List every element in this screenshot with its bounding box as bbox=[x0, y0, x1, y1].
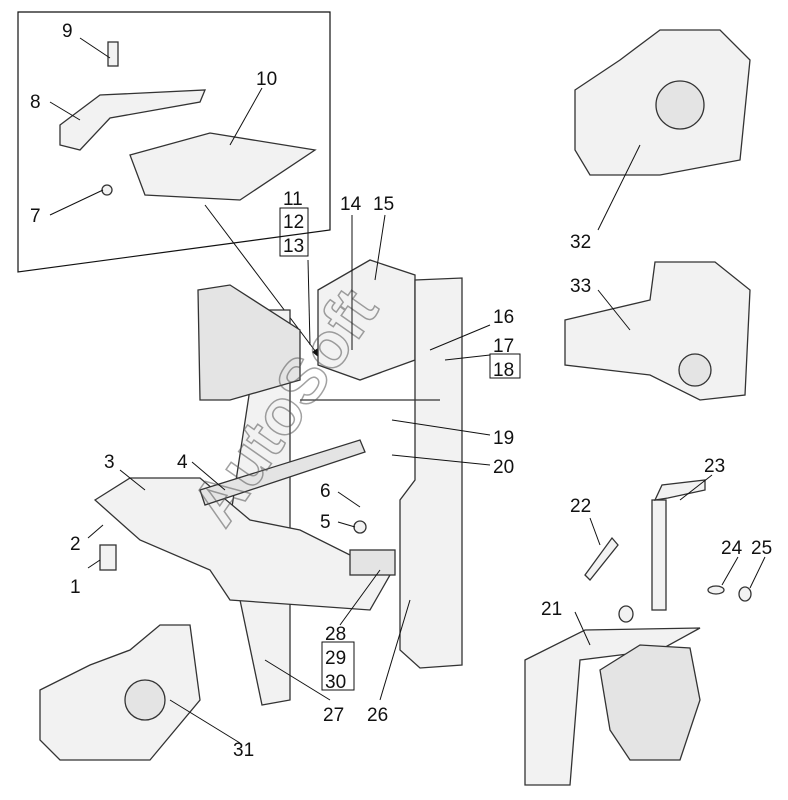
callout-1: 1 bbox=[70, 577, 81, 598]
pin-23-handle bbox=[653, 479, 706, 501]
callout-2: 2 bbox=[70, 534, 81, 555]
callout-11: 11 bbox=[283, 189, 303, 210]
callout-box-12-13 bbox=[279, 207, 309, 257]
callout-29: 29 bbox=[325, 648, 346, 669]
callout-labels: 1 2 3 4 5 6 7 8 9 10 11 12 13 14 15 16 1… bbox=[30, 21, 772, 761]
callout-33: 33 bbox=[570, 276, 591, 297]
bolt-1 bbox=[99, 544, 117, 571]
callout-box-18 bbox=[489, 353, 521, 379]
callout-24: 24 bbox=[721, 538, 743, 559]
ball-32 bbox=[655, 80, 705, 130]
bolt-9 bbox=[107, 41, 119, 67]
callout-31: 31 bbox=[233, 740, 254, 761]
inset-arrow bbox=[204, 204, 323, 361]
callout-23: 23 bbox=[704, 456, 725, 477]
callout-20: 20 bbox=[493, 457, 514, 478]
callout-14: 14 bbox=[340, 194, 362, 215]
callout-28: 28 bbox=[325, 624, 346, 645]
callout-15: 15 bbox=[373, 194, 394, 215]
bracket-8 bbox=[59, 89, 206, 151]
pad-28 bbox=[349, 549, 396, 576]
coupling-31-pin bbox=[124, 679, 166, 721]
callout-25: 25 bbox=[751, 538, 772, 559]
callout-13: 13 bbox=[283, 236, 304, 257]
callout-21: 21 bbox=[541, 599, 562, 620]
leader-lines bbox=[49, 37, 766, 744]
callout-26: 26 bbox=[367, 705, 388, 726]
side-plate-left bbox=[197, 284, 301, 401]
nut-5 bbox=[353, 520, 367, 534]
plate-10 bbox=[129, 132, 317, 201]
nut-7 bbox=[101, 184, 113, 196]
handle-4 bbox=[199, 439, 366, 506]
callout-16: 16 bbox=[493, 307, 514, 328]
callout-27: 27 bbox=[323, 705, 344, 726]
callout-3: 3 bbox=[104, 452, 115, 473]
plate-21 bbox=[524, 627, 701, 786]
callout-7: 7 bbox=[30, 206, 41, 227]
coupling-33 bbox=[564, 261, 751, 401]
callout-12: 12 bbox=[283, 212, 304, 233]
callout-32: 32 bbox=[570, 232, 591, 253]
coupling-31 bbox=[39, 624, 201, 761]
clip-24 bbox=[707, 585, 725, 595]
callout-4: 4 bbox=[177, 452, 188, 473]
callout-19: 19 bbox=[493, 428, 514, 449]
side-plate-26 bbox=[399, 277, 463, 669]
ring-25 bbox=[738, 586, 752, 602]
callout-22: 22 bbox=[570, 496, 591, 517]
callout-9: 9 bbox=[62, 21, 73, 42]
ring bbox=[618, 605, 634, 623]
callout-5: 5 bbox=[320, 512, 331, 533]
pin-23 bbox=[651, 499, 667, 611]
callout-30: 30 bbox=[325, 672, 346, 693]
callout-18: 18 bbox=[493, 360, 514, 381]
chain-22 bbox=[584, 536, 619, 581]
callout-17: 17 bbox=[493, 336, 514, 357]
callout-10: 10 bbox=[256, 69, 277, 90]
jaw-33 bbox=[678, 353, 712, 387]
jaw-21 bbox=[599, 644, 701, 761]
callout-6: 6 bbox=[320, 481, 331, 502]
inset-frame bbox=[17, 11, 331, 273]
callout-8: 8 bbox=[30, 92, 41, 113]
callout-box-29-30 bbox=[321, 641, 355, 691]
